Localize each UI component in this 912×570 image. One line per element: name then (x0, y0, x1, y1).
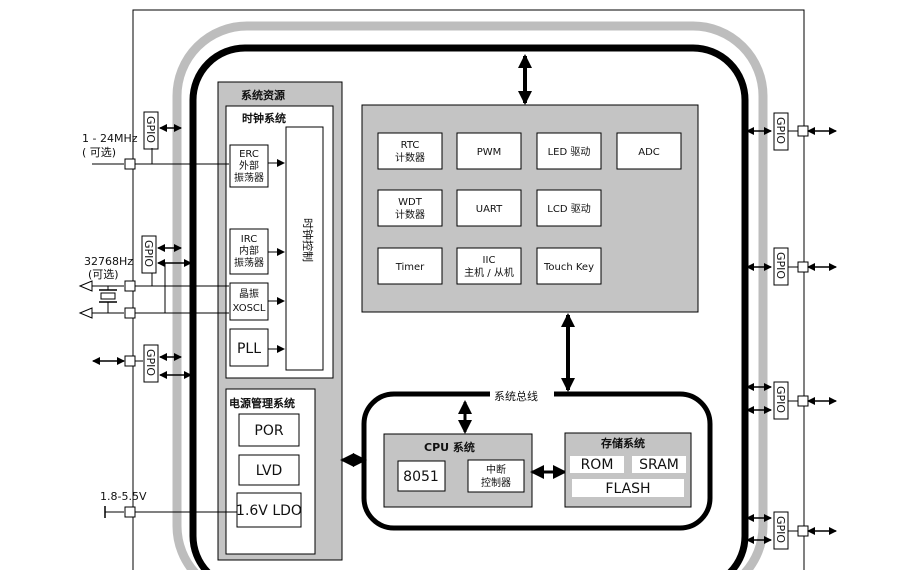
system-resource-title: 系统资源 (241, 88, 285, 102)
rtc-label-2: 计数器 (395, 151, 425, 164)
pwm-label: PWM (477, 147, 502, 158)
adc-block (616, 132, 682, 170)
core-8051-block (397, 460, 446, 492)
iic-label-2: 主机 / 从机 (464, 266, 514, 279)
gpio-right-1-label: GPIO (774, 117, 787, 144)
interrupt-controller-block (467, 459, 525, 493)
gpio-left-3 (143, 344, 159, 383)
iic-label: IIC (483, 255, 496, 266)
clock-system-title: 时钟系统 (242, 111, 286, 125)
sram-label: SRAM (639, 457, 679, 473)
xosc-block (229, 282, 269, 321)
system-resource-panel: 系统资源 时钟系统 时钟控制 ERC 外部 振荡器 IRC 内部 振荡器 晶振 … (217, 81, 343, 561)
xosc-label: 晶振 (239, 287, 259, 300)
adc-label: ADC (638, 147, 660, 158)
flash-block (572, 479, 684, 497)
chip-outline (189, 44, 749, 570)
sram-block (632, 456, 686, 473)
led-driver-label: LED 驱动 (548, 146, 591, 158)
gpio-right-2-pin (797, 261, 809, 273)
por-label: POR (254, 423, 283, 439)
gpio-left-2-label: GPIO (142, 240, 155, 267)
gpio-left-2 (141, 235, 157, 274)
lvd-label: LVD (256, 463, 283, 479)
gpio-right-3-label: GPIO (774, 386, 787, 413)
rtc-label: RTC (401, 140, 420, 151)
storage-system-title: 存储系统 (601, 436, 645, 450)
uart-label: UART (476, 204, 503, 215)
gpio-left-1 (143, 111, 159, 150)
ldo-block (236, 492, 302, 528)
por-block (238, 413, 300, 447)
timer-block (377, 247, 443, 285)
lcd-driver-block (536, 189, 602, 227)
gpio-left-3-pin (124, 355, 136, 367)
core-8051-label: 8051 (403, 469, 439, 485)
iic-block (456, 247, 522, 285)
lvd-block (238, 454, 300, 486)
chip-outline-ring (172, 21, 768, 570)
xosc-label-2: XOSCL (233, 303, 266, 314)
system-bus-label-bg (490, 386, 554, 404)
touch-key-label: Touch Key (543, 262, 594, 273)
gpio-right-1-pin (797, 125, 809, 137)
storage-system-panel: 存储系统 ROM SRAM FLASH (564, 432, 692, 508)
lcd-driver-label: LCD 驱动 (547, 203, 590, 215)
erc-block (229, 144, 269, 188)
freq-1-label: 1 - 24MHz (82, 132, 138, 145)
gpio-left-3-label: GPIO (144, 349, 157, 376)
system-bus-label: 系统总线 (494, 389, 538, 403)
timer-label: Timer (395, 262, 425, 273)
pll-label: PLL (237, 341, 261, 357)
freq-2-note: (可选) (88, 268, 119, 281)
freq-1-note: ( 可选) (82, 146, 116, 159)
flash-label: FLASH (605, 481, 650, 497)
gpio-right-2-label: GPIO (774, 252, 787, 279)
touch-key-block (536, 247, 602, 285)
cpu-system-title: CPU 系统 (424, 440, 475, 454)
uart-block (456, 189, 522, 227)
xtal-pin-2 (124, 307, 136, 319)
rom-block (570, 456, 624, 473)
gpio-left-1-label: GPIO (144, 116, 157, 143)
peripheral-panel: RTC 计数器 PWM LED 驱动 ADC WDT 计数器 UART LCD … (361, 104, 699, 313)
interrupt-controller-label-2: 控制器 (481, 476, 511, 489)
clock-control-label: 时钟控制 (301, 218, 315, 262)
rom-label: ROM (581, 457, 614, 473)
power-management-title: 电源管理系统 (229, 396, 295, 410)
xtal-buffer-2 (78, 307, 93, 319)
gpio-right-4-label: GPIO (774, 516, 787, 543)
gpio-right-4-pin (797, 525, 809, 537)
supply-pin (124, 506, 136, 518)
rtc-block (377, 132, 443, 170)
interrupt-controller-label: 中断 (486, 463, 506, 476)
clock-control-block (285, 126, 324, 371)
erc-label-2: 外部 (239, 159, 259, 172)
irc-label-2: 内部 (239, 244, 259, 257)
ldo-label: 1.6V LDO (236, 503, 302, 519)
gpio-right-3-pin (797, 395, 809, 407)
xtal-pin-1 (124, 280, 136, 292)
wdt-label-2: 计数器 (395, 208, 425, 221)
led-driver-block (536, 132, 602, 170)
erc-label: ERC (239, 149, 259, 160)
freq-2-label: 32768Hz (84, 255, 133, 268)
irc-label: IRC (241, 234, 257, 245)
crystal-symbol (100, 292, 116, 300)
left-io: GPIO 1 - 24MHz ( 可选) GPIO 32768Hz (可选) G… (78, 111, 237, 518)
erc-pin (124, 158, 136, 170)
xtal-buffer-1 (78, 280, 93, 292)
voltage-label: 1.8-5.5V (100, 490, 147, 503)
right-io: GPIO GPIO GPIO GPIO (746, 112, 837, 550)
wdt-label: WDT (398, 197, 423, 208)
erc-label-3: 振荡器 (234, 171, 264, 184)
outer-frame (132, 9, 805, 570)
wdt-block (377, 189, 443, 227)
irc-label-3: 振荡器 (234, 256, 264, 269)
irc-block (229, 228, 269, 275)
pwm-block (456, 132, 522, 170)
cpu-system-panel: CPU 系统 8051 中断 控制器 (383, 433, 533, 508)
pll-block (229, 328, 269, 367)
